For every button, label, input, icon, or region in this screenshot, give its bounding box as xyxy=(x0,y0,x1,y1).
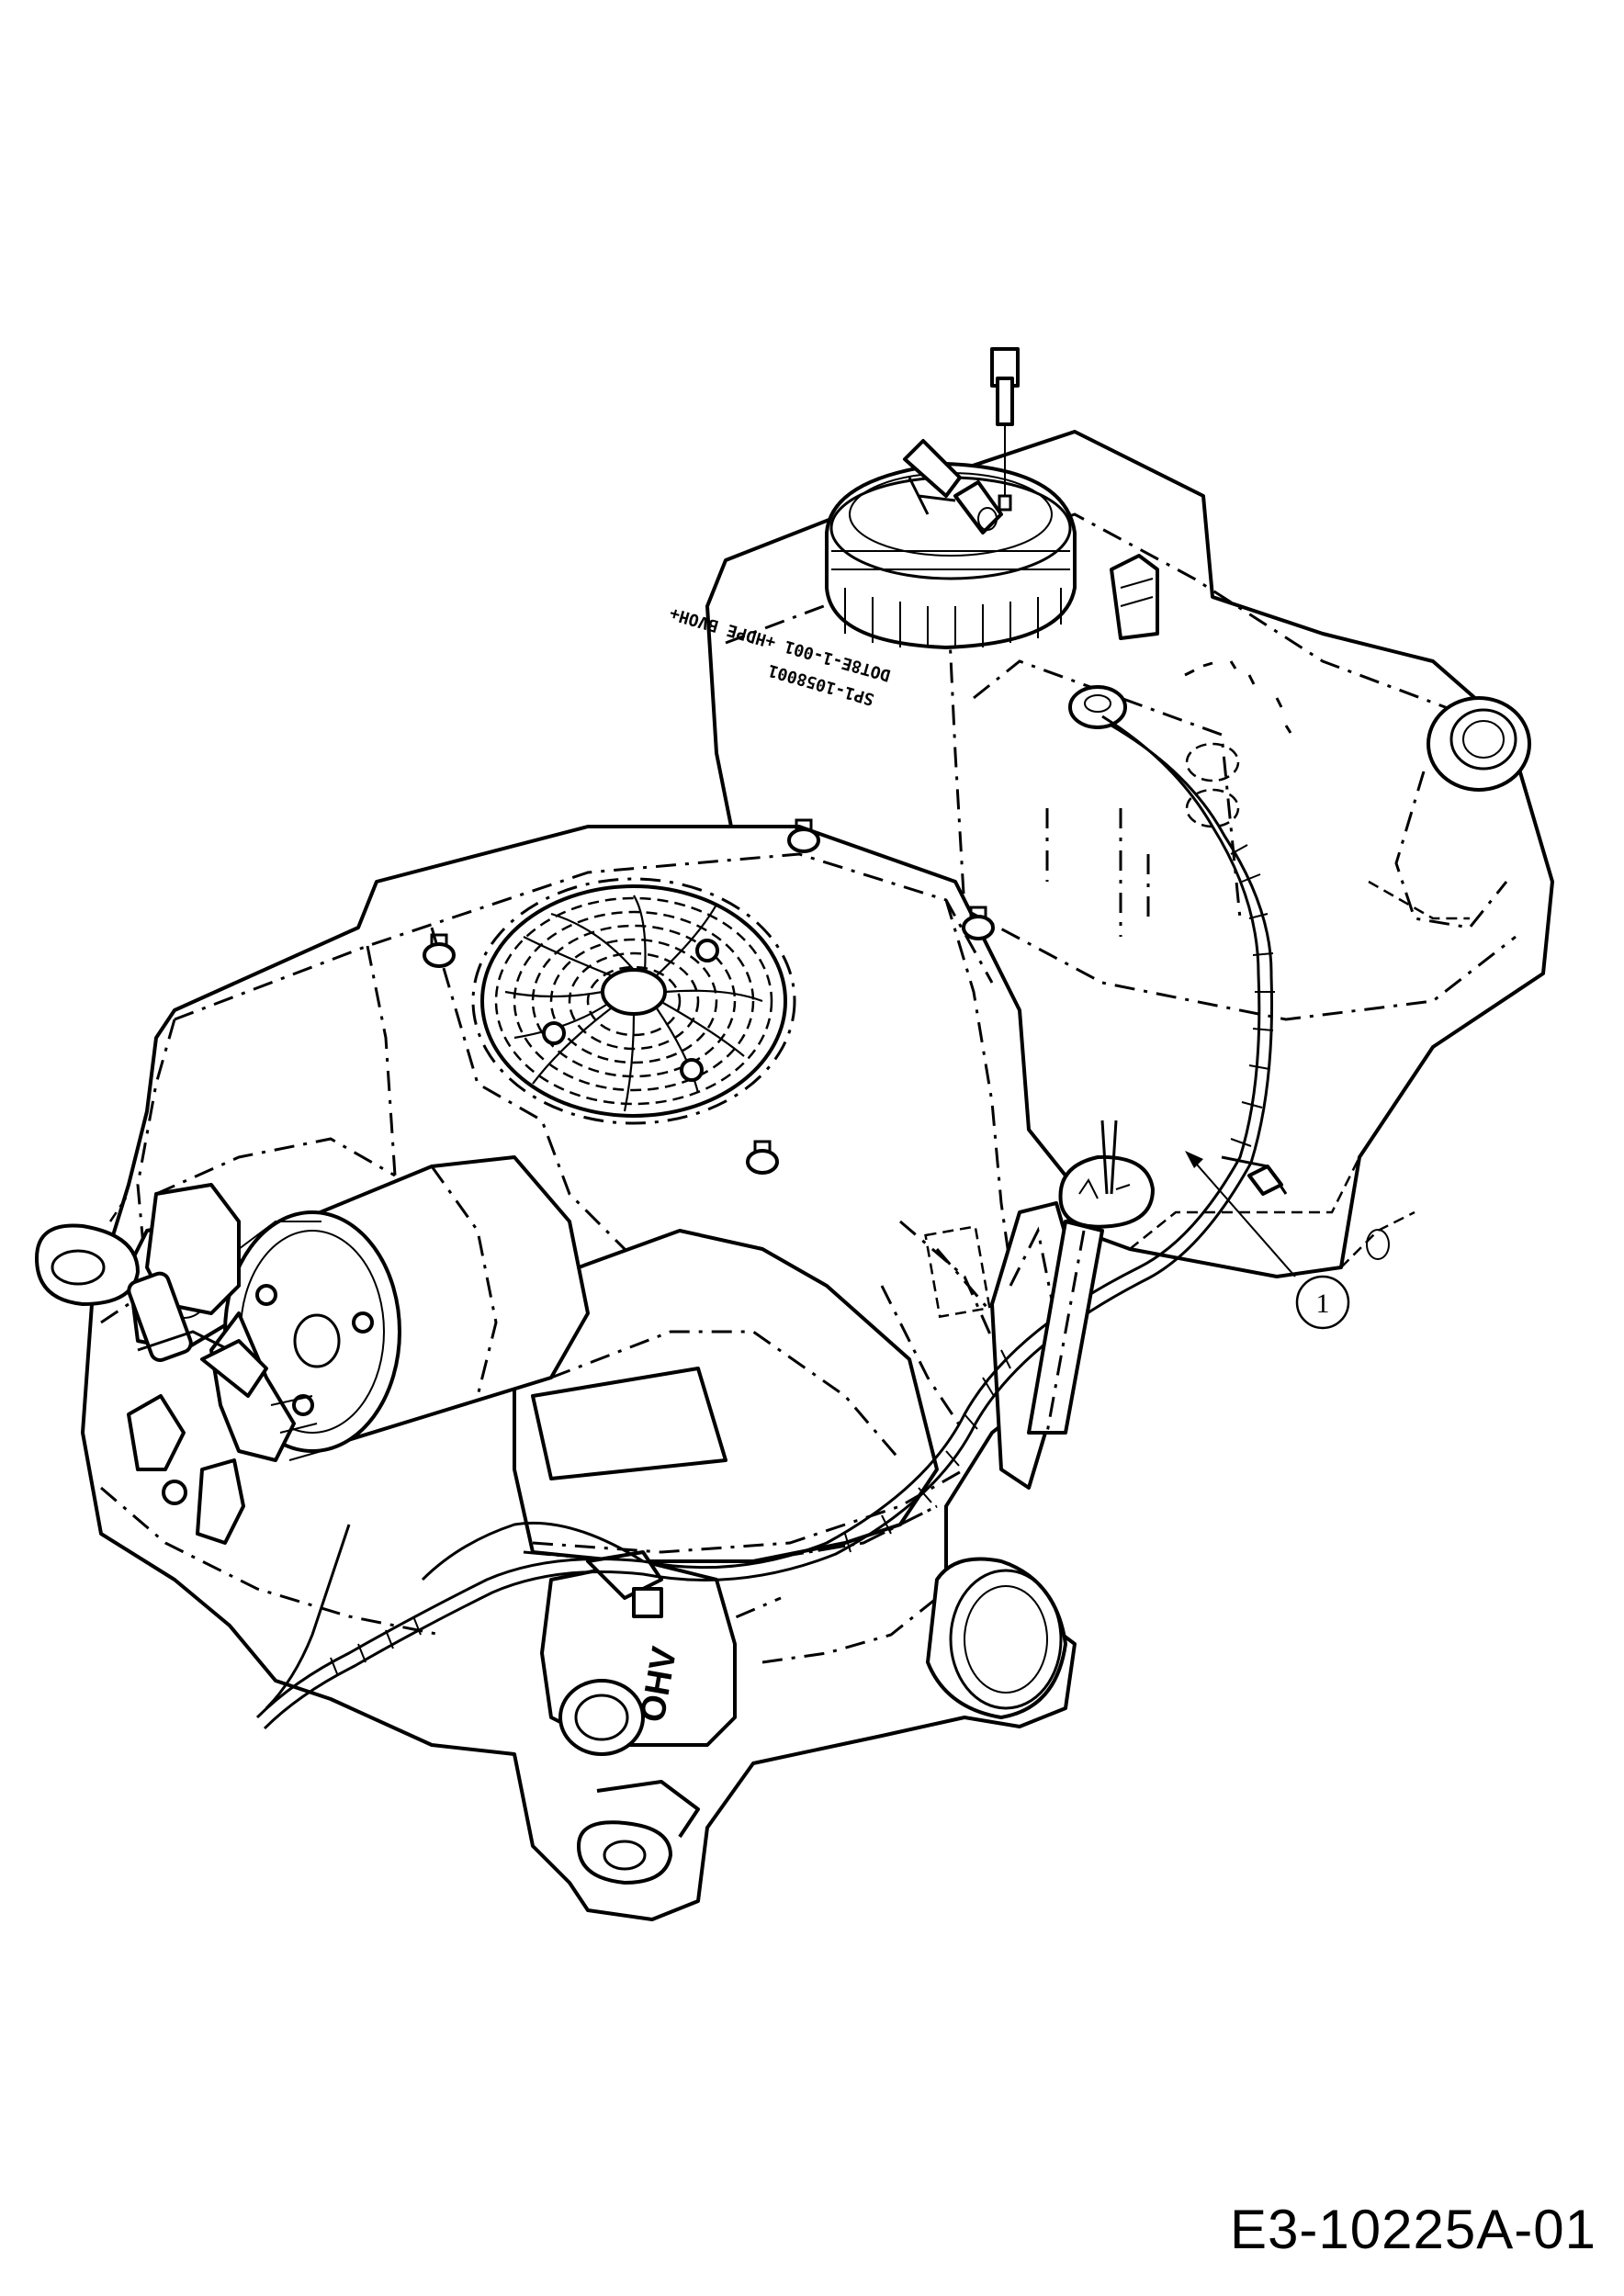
engine-block xyxy=(81,825,1077,1921)
fuel-sender xyxy=(1068,685,1127,729)
carburetor xyxy=(127,1183,268,1545)
dipstick-tube xyxy=(1027,1120,1155,1435)
fuel-cap xyxy=(825,439,1077,649)
mounting-ear-bottom xyxy=(577,1820,672,1885)
mounting-ear-left xyxy=(35,1223,140,1306)
tank-bracket xyxy=(1110,554,1159,640)
filler-neck xyxy=(1427,696,1531,792)
starter-motor xyxy=(35,1155,590,1462)
oil-filter xyxy=(926,1557,1067,1719)
ignition-module: OHV xyxy=(540,1550,737,1885)
callout-1-label: 1 xyxy=(1316,1289,1330,1319)
drawing-code: E3-10225A-01 xyxy=(1230,2199,1596,2260)
wiring-harness xyxy=(255,715,1288,1730)
callout-1: 1 xyxy=(1185,1151,1350,1330)
flywheel-screen xyxy=(471,877,796,1125)
sensor-plug xyxy=(990,347,1020,512)
